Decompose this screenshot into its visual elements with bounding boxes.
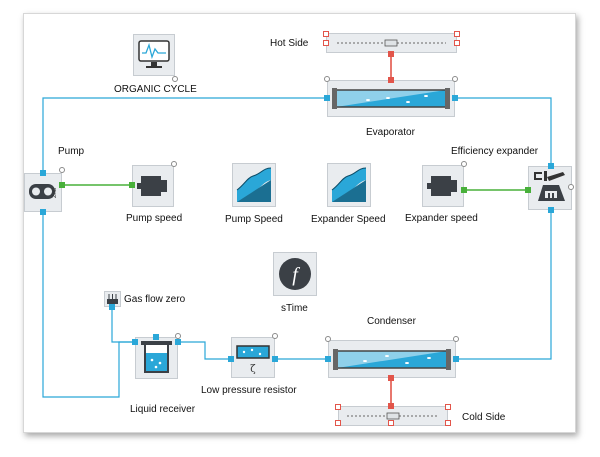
efficiency-expander-label: Efficiency expander xyxy=(451,146,539,157)
condenser-heat-port[interactable] xyxy=(388,375,394,381)
stime-block[interactable]: f xyxy=(273,252,317,296)
line-resistor-to-receiver xyxy=(178,341,231,360)
surface-curve-icon xyxy=(331,167,367,202)
evaporator-port-out[interactable] xyxy=(452,95,458,101)
hot-side-label: Hot Side xyxy=(270,38,309,49)
gas-flow-zero-label: Gas flow zero xyxy=(124,294,186,305)
condenser-port-in[interactable] xyxy=(453,356,459,362)
efficiency-expander-block[interactable] xyxy=(528,166,572,210)
diagram-canvas xyxy=(23,13,576,433)
pump-speed-curve-label: Pump Speed xyxy=(225,214,283,225)
function-icon: f xyxy=(279,258,311,290)
evaporator-port-tr[interactable] xyxy=(452,76,458,82)
heat-exchanger-icon xyxy=(333,349,451,370)
condenser-port-tl[interactable] xyxy=(325,336,331,342)
heat-exchanger-icon xyxy=(332,88,450,109)
liquid-receiver-label: Liquid receiver xyxy=(130,404,196,415)
pump-port-tr[interactable] xyxy=(59,167,65,173)
liquid-receiver-port-tr[interactable] xyxy=(175,333,181,339)
liquid-receiver-port-in[interactable] xyxy=(175,339,181,345)
motor-icon xyxy=(427,176,457,196)
pump-port-signal[interactable] xyxy=(59,182,65,188)
line-receiver-to-pump xyxy=(42,212,135,398)
pump-label: Pump xyxy=(58,146,85,157)
hot-side-port-br[interactable] xyxy=(454,40,460,46)
pump-speed-label: Pump speed xyxy=(126,213,183,224)
evaporator-heat-port[interactable] xyxy=(388,77,394,83)
evaporator-label: Evaporator xyxy=(366,127,415,138)
efficiency-expander-port-bottom[interactable] xyxy=(548,207,554,213)
pump-mark: 2nd xyxy=(52,188,58,198)
motor-icon xyxy=(137,176,167,196)
gas-flow-zero-block[interactable] xyxy=(104,291,121,307)
efficiency-expander-port-top[interactable] xyxy=(548,163,554,169)
low-pressure-resistor-port-tr[interactable] xyxy=(272,333,278,339)
cold-side-port-bl[interactable] xyxy=(335,420,341,426)
expander-speed-port[interactable] xyxy=(461,187,467,193)
evaporator-block[interactable] xyxy=(327,80,455,117)
condenser-port-tr[interactable] xyxy=(453,336,459,342)
expander-speed-curve-block[interactable] xyxy=(327,163,371,207)
line-pump-to-evaporator xyxy=(42,97,327,173)
gas-flow-zero-port[interactable] xyxy=(109,304,115,310)
pump-block[interactable]: 2nd xyxy=(24,173,62,212)
expander-speed-curve-label: Expander Speed xyxy=(311,214,386,225)
monitor-icon xyxy=(138,40,170,68)
low-pressure-resistor-label: Low pressure resistor xyxy=(201,385,297,396)
expander-speed-port-tr[interactable] xyxy=(461,161,467,167)
liquid-receiver-port-out[interactable] xyxy=(132,339,138,345)
surface-curve-icon xyxy=(236,167,272,202)
heat-exchange-strip-icon xyxy=(337,39,446,47)
evaporator-port-tl[interactable] xyxy=(324,76,330,82)
low-pressure-resistor-port-out[interactable] xyxy=(228,356,234,362)
evaporator-port-in[interactable] xyxy=(324,95,330,101)
resistor-icon: ζ xyxy=(236,345,270,375)
pump-icon: 2nd xyxy=(29,184,58,199)
line-expander-to-condenser xyxy=(456,211,552,360)
low-pressure-resistor-port-in[interactable] xyxy=(272,356,278,362)
organic-cycle-label: ORGANIC CYCLE xyxy=(114,84,197,95)
liquid-receiver-block[interactable] xyxy=(135,337,178,379)
stime-label: sTime xyxy=(281,303,308,314)
pump-speed-port[interactable] xyxy=(129,182,135,188)
cold-side-port-br[interactable] xyxy=(445,420,451,426)
hot-side-port-tr[interactable] xyxy=(454,31,460,37)
condenser-port-out[interactable] xyxy=(325,356,331,362)
hot-side-port-bl[interactable] xyxy=(323,40,329,46)
tank-icon xyxy=(141,341,172,373)
hot-side-block[interactable] xyxy=(326,33,457,53)
organic-cycle-port[interactable] xyxy=(172,76,178,82)
liquid-receiver-port-top[interactable] xyxy=(153,334,159,340)
pump-speed-curve-block[interactable] xyxy=(232,163,276,207)
function-mark: f xyxy=(292,264,300,286)
resistor-mark: ζ xyxy=(250,364,256,375)
line-evaporator-to-expander xyxy=(456,97,552,172)
pump-speed-block[interactable] xyxy=(132,165,174,207)
cold-side-heat-port[interactable] xyxy=(388,403,394,409)
heat-exchange-strip-icon xyxy=(347,412,439,420)
cold-side-port-tr[interactable] xyxy=(445,404,451,410)
efficiency-expander-port-right[interactable] xyxy=(568,184,574,190)
condenser-block[interactable] xyxy=(328,340,456,378)
pump-speed-port-tr[interactable] xyxy=(171,161,177,167)
hot-side-port-tl[interactable] xyxy=(323,31,329,37)
low-pressure-resistor-block[interactable]: ζ xyxy=(231,337,275,378)
efficiency-expander-port-signal[interactable] xyxy=(525,187,531,193)
cold-side-port-tl[interactable] xyxy=(335,404,341,410)
condenser-label: Condenser xyxy=(367,316,416,327)
pump-port-bottom[interactable] xyxy=(40,209,46,215)
cold-side-label: Cold Side xyxy=(462,412,506,423)
expander-icon xyxy=(534,171,565,201)
pump-port-top[interactable] xyxy=(40,170,46,176)
flow-source-icon xyxy=(107,294,118,304)
organic-cycle-block[interactable] xyxy=(133,34,175,76)
expander-speed-label: Expander speed xyxy=(405,213,478,224)
cold-side-port-bm[interactable] xyxy=(388,420,394,426)
line-gasflow-to-receiver xyxy=(111,307,135,343)
hot-side-heat-port[interactable] xyxy=(388,51,394,57)
expander-speed-block[interactable] xyxy=(422,165,464,207)
